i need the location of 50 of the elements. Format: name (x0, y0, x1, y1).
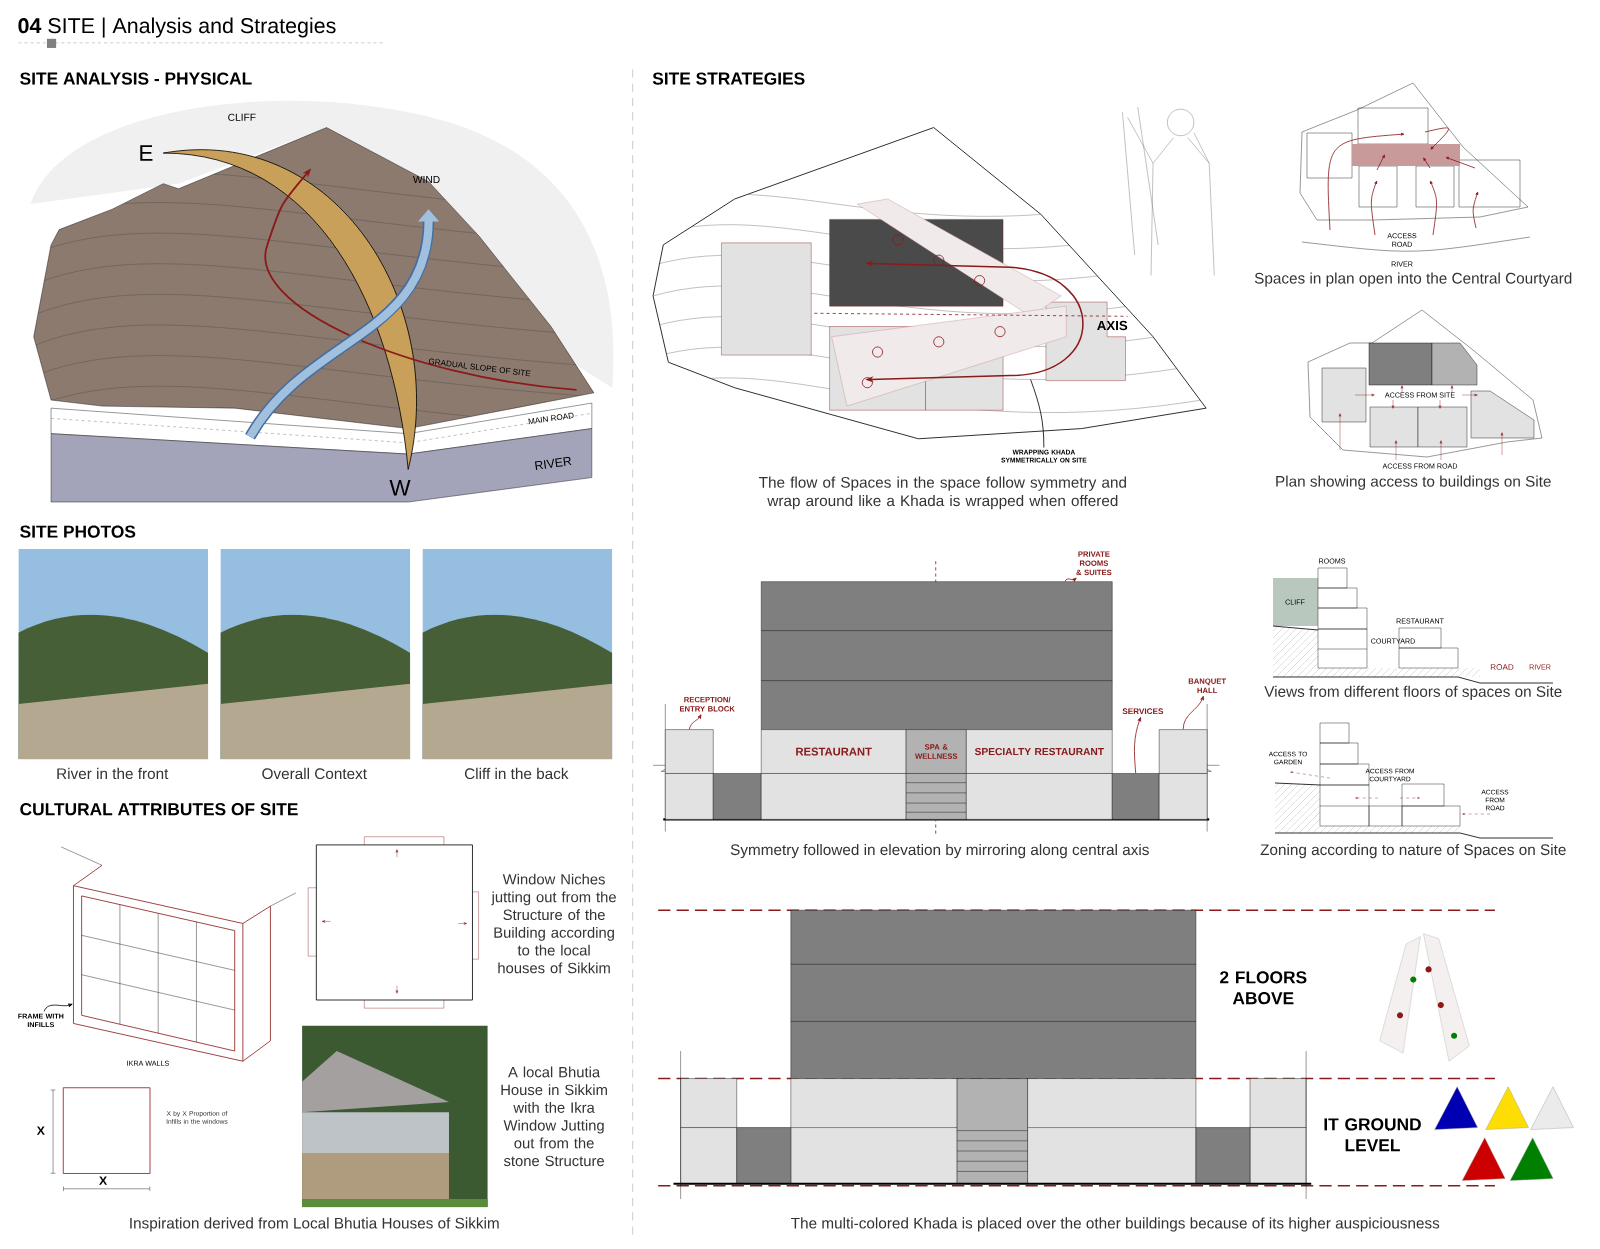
caption: Plan showing access to buildings on Site (1276, 475, 1551, 490)
caption: Zoning according to nature of Spaces on Site (1260, 843, 1566, 859)
leader-line (688, 714, 702, 730)
leader-line (1064, 577, 1077, 582)
leader-line (1030, 379, 1045, 448)
section-heading: SITE PHOTOS (20, 525, 136, 538)
caption: Symmetry followed in elevation by mirroring along central axis (730, 843, 1149, 859)
compass-letter: E (140, 145, 153, 161)
leader-line (1182, 695, 1204, 730)
building-block (966, 773, 1113, 820)
building-block (665, 729, 714, 774)
caption: The multi-colored Khada is placed over the other buildings because of its higher auspiciousness (791, 1217, 1440, 1232)
caption: Window Niches jutting out from the Structure of the Building according to the local houses of Sikkim (491, 873, 616, 974)
annotation: MAIN ROAD (528, 412, 574, 425)
building-block (1159, 773, 1208, 820)
room-box: RESTAURANT (761, 729, 907, 774)
building-block (1112, 773, 1160, 820)
staircase (905, 773, 967, 820)
section-heading: CULTURAL ATTRIBUTES OF SITE (20, 803, 298, 816)
annotation: CLIFF (228, 113, 256, 121)
building-block (761, 773, 907, 820)
dimension-label: X (36, 1126, 45, 1135)
caption: The flow of Spaces in the space follow symmetry and wrap around like a Khada is wrapped when offered (759, 476, 1126, 510)
floor-label: IT GROUND LEVEL (1324, 1118, 1421, 1152)
axis-label: AXIS (1097, 320, 1128, 331)
building-block (665, 773, 714, 820)
room-box: SPECIALTY RESTAURANT (966, 729, 1113, 774)
floor-label: 2 FLOORS ABOVE (1220, 971, 1307, 1005)
caption: Views from different floors of spaces on Site (1264, 685, 1562, 700)
caption: A local Bhutia House in Sikkim with the Ikra Window Jutting out from the stone Structure (501, 1066, 607, 1167)
building-block (713, 773, 762, 820)
section-heading: SITE STRATEGIES (652, 72, 805, 85)
leader-line (43, 1003, 73, 1012)
annotation: ROAD (1490, 664, 1514, 670)
compass-letter: W (389, 480, 411, 496)
caption: Spaces in plan open into the Central Courtyard (1254, 272, 1572, 287)
leader-line (1134, 717, 1142, 774)
section-heading: SITE ANALYSIS - PHYSICAL (20, 72, 252, 85)
title: 04 SITE | Analysis and Strategies (18, 17, 336, 38)
annotation: GRADUAL SLOPE OF SITE (428, 358, 531, 377)
caption: River in the front (57, 767, 169, 780)
caption: Cliff in the back (464, 767, 569, 780)
caption: Overall Context (262, 767, 367, 780)
annotation: SERVICES (1122, 708, 1164, 715)
building-block (761, 581, 1113, 730)
dimension-label: X (99, 1176, 108, 1185)
building-block (1159, 729, 1208, 774)
annotation: WIND (413, 176, 440, 184)
annotation: RIVER (534, 457, 572, 470)
caption: Inspiration derived from Local Bhutia Houses of Sikkim (130, 1217, 499, 1232)
